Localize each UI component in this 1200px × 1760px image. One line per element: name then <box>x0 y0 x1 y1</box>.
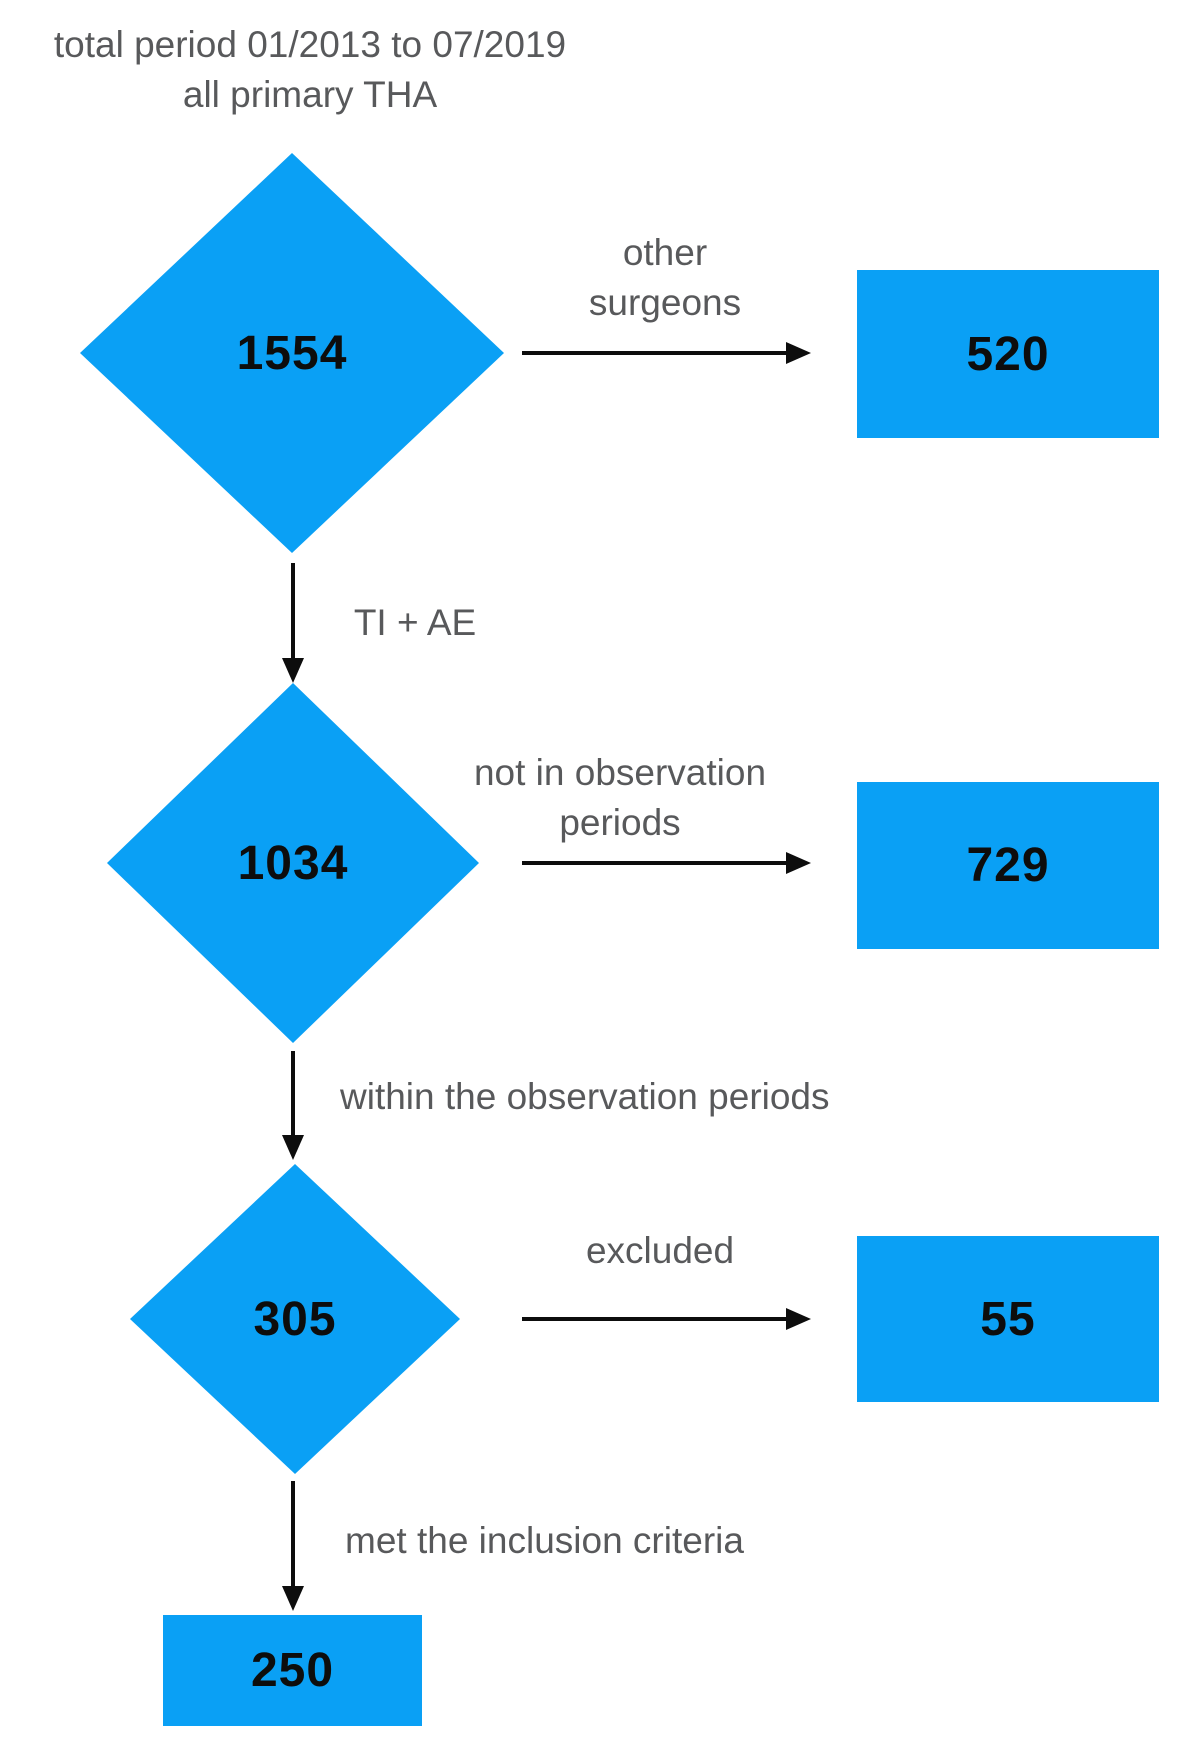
arrow-met-inclusion-head <box>282 1586 304 1611</box>
arrow-excluded-shaft <box>522 1317 786 1321</box>
edge-label-other-surgeons-line2: surgeons <box>588 282 742 323</box>
box-excluded-count: 55 <box>857 1236 1159 1402</box>
arrow-met-inclusion-shaft <box>291 1481 295 1586</box>
arrow-other-surgeons-shaft <box>522 351 786 355</box>
diamond-all-primary-tha: 1554 <box>80 153 504 553</box>
box-other-surgeons-count: 520 <box>857 270 1159 438</box>
title-line-1: total period 01/2013 to 07/2019 <box>53 24 567 65</box>
arrow-other-surgeons-head <box>786 342 811 364</box>
edge-label-other-surgeons-line1: other <box>622 232 708 273</box>
box-excluded-value: 55 <box>980 1292 1036 1346</box>
edge-label-other-surgeons: other surgeons <box>520 228 810 328</box>
edge-label-not-in-observation-line1: not in observation <box>473 752 767 793</box>
diamond-all-primary-tha-value: 1554 <box>236 326 348 380</box>
diamond-ti-ae-cases: 1034 <box>107 683 479 1043</box>
arrow-not-in-observation-shaft <box>522 861 786 865</box>
arrow-ti-ae-shaft <box>291 563 295 658</box>
box-other-surgeons-value: 520 <box>966 327 1050 381</box>
edge-label-not-in-observation-line2: periods <box>559 802 681 843</box>
arrow-excluded-head <box>786 1308 811 1330</box>
diamond-within-observation-cases: 305 <box>130 1164 460 1474</box>
diamond-within-observation-cases-value: 305 <box>253 1292 337 1346</box>
box-not-in-observation-value: 729 <box>966 839 1050 892</box>
box-not-in-observation-count: 729 <box>857 782 1159 949</box>
arrow-not-in-observation-head <box>786 852 811 874</box>
box-met-inclusion-count: 250 <box>163 1615 422 1726</box>
arrow-within-observation-head <box>282 1135 304 1160</box>
edge-label-within-observation: within the observation periods <box>340 1076 830 1117</box>
title-line-2: all primary THA <box>182 74 438 115</box>
arrow-ti-ae-head <box>282 658 304 683</box>
diamond-ti-ae-cases-value: 1034 <box>237 836 349 890</box>
edge-label-ti-ae: TI + AE <box>353 602 477 643</box>
arrow-within-observation-shaft <box>291 1051 295 1135</box>
edge-label-met-inclusion: met the inclusion criteria <box>345 1520 744 1561</box>
diagram-title: total period 01/2013 to 07/2019 all prim… <box>0 20 620 120</box>
box-met-inclusion-value: 250 <box>250 1644 335 1697</box>
edge-label-excluded: excluded <box>585 1230 735 1271</box>
edge-label-not-in-observation: not in observation periods <box>455 748 785 848</box>
